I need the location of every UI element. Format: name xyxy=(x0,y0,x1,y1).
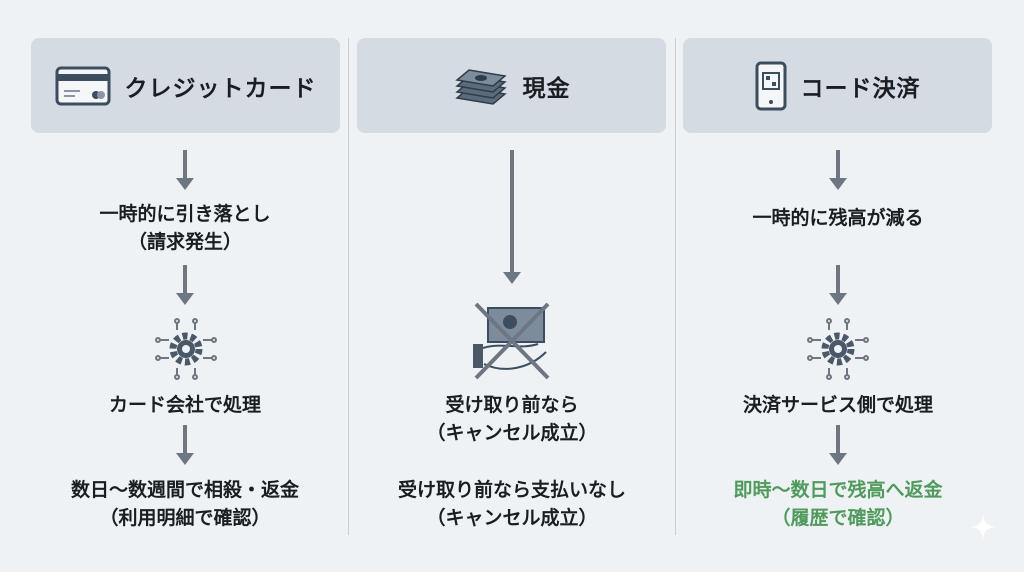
credit-step2: カード会社で処理 xyxy=(108,394,261,416)
code-step2: 決済サービス側で処理 xyxy=(742,394,933,416)
text-line: （請求発生） xyxy=(127,231,242,253)
column-divider xyxy=(348,38,349,535)
text-line: 受け取り前なら支払いなし xyxy=(397,479,626,501)
header-title: コード決済 xyxy=(800,75,921,102)
arrow-down-icon xyxy=(829,265,847,305)
cash-step1: 受け取り前なら （キャンセル成立） xyxy=(352,391,672,447)
code-step1: 一時的に残高が減る xyxy=(752,207,924,229)
text-line: （キャンセル成立） xyxy=(426,422,598,444)
text-line: 即時〜数日で残高へ返金 xyxy=(733,479,943,501)
code-result: 即時〜数日で残高へ返金 （履歴で確認） xyxy=(678,476,998,532)
arrow-down-icon xyxy=(829,150,847,190)
cash-result: 受け取り前なら支払いなし （キャンセル成立） xyxy=(352,476,672,532)
arrow-down-icon xyxy=(829,425,847,465)
arrow-down-icon xyxy=(176,265,194,305)
arrow-down-icon xyxy=(176,425,194,465)
gear-processing-icon xyxy=(807,318,869,380)
cash-stack-icon xyxy=(454,68,507,105)
text-line: （利用明細で確認） xyxy=(99,507,271,529)
no-cash-handover-icon xyxy=(473,302,550,380)
header-code-payment: コード決済 xyxy=(683,38,992,133)
text-line: 一時的に引き落とし xyxy=(99,203,271,225)
arrow-down-icon xyxy=(503,150,521,284)
credit-step1: 一時的に引き落とし （請求発生） xyxy=(25,200,345,256)
column-divider xyxy=(675,38,676,535)
text-line: 受け取り前なら xyxy=(445,394,579,416)
header-cash: 現金 xyxy=(357,38,666,133)
header-credit-card: クレジットカード xyxy=(31,38,340,133)
sparkle-icon xyxy=(970,514,996,540)
credit-result: 数日〜数週間で相殺・返金 （利用明細で確認） xyxy=(25,476,345,532)
text-line: 数日〜数週間で相殺・返金 xyxy=(70,479,299,501)
text-line: （履歴で確認） xyxy=(771,507,905,529)
qr-phone-icon xyxy=(755,61,786,110)
header-title: クレジットカード xyxy=(124,75,317,102)
credit-card-icon xyxy=(55,66,110,105)
text-line: （キャンセル成立） xyxy=(426,507,598,529)
gear-processing-icon xyxy=(155,318,217,380)
header-title: 現金 xyxy=(522,75,571,102)
arrow-down-icon xyxy=(176,150,194,190)
